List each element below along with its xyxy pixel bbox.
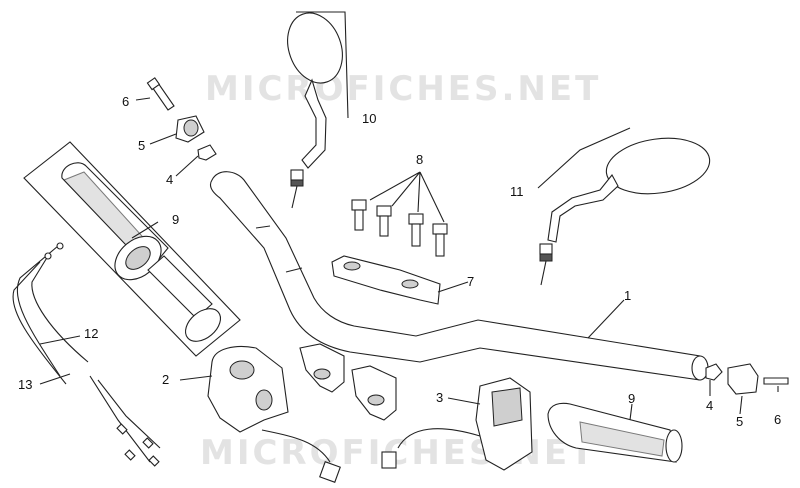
right-grip-part [547, 402, 683, 463]
leader-lines [39, 97, 779, 421]
right-bar-end-parts [705, 363, 789, 395]
callout-7: 7 [467, 274, 474, 289]
right-mirror-part [537, 127, 711, 286]
callout-8: 8 [416, 152, 423, 167]
left-switch-part [207, 345, 341, 483]
callout-2: 2 [162, 372, 169, 387]
callout-1: 1 [624, 288, 631, 303]
callout-13: 13 [18, 377, 32, 392]
left-bar-end-parts [146, 77, 217, 161]
left-grip-part [23, 141, 241, 357]
callout-5-right: 5 [736, 414, 743, 429]
upper-clamp-part [331, 255, 469, 305]
watermark-top: MICROFICHES.NET [205, 69, 601, 109]
handlebar-tube-part [209, 171, 709, 381]
right-switch-part [381, 377, 533, 471]
callout-6-right: 6 [774, 412, 781, 427]
callout-5-left: 5 [138, 138, 145, 153]
callout-12: 12 [84, 326, 98, 341]
callout-6-left: 6 [122, 94, 129, 109]
left-mirror-part [287, 11, 349, 209]
callout-3: 3 [436, 390, 443, 405]
lower-clamps-part [299, 343, 397, 421]
callout-4-left: 4 [166, 172, 173, 187]
callout-9-right: 9 [628, 391, 635, 406]
callout-labels: 6 5 4 9 10 8 11 7 1 12 13 2 3 9 4 5 6 [18, 94, 781, 429]
callout-9-left: 9 [172, 212, 179, 227]
clamp-bolts-part [351, 171, 448, 257]
callout-10: 10 [362, 111, 376, 126]
watermark-bottom: MICROFICHES.NET [200, 433, 596, 473]
callout-11: 11 [510, 184, 524, 199]
throttle-cables-part [12, 242, 161, 467]
callout-4-right: 4 [706, 398, 713, 413]
